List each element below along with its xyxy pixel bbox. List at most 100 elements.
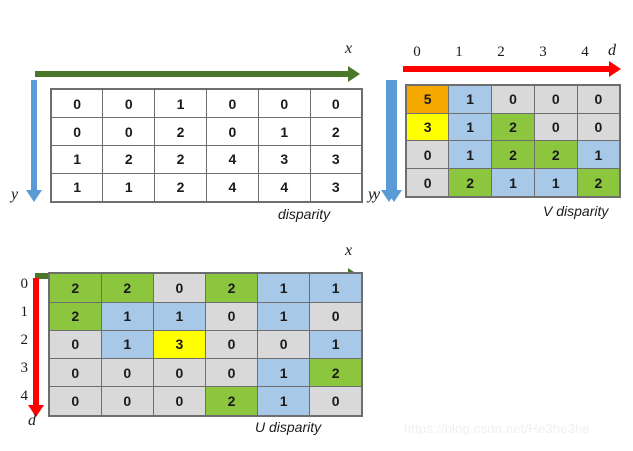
disparity-y-axis-label-left: y [11, 186, 19, 203]
disparity-map-caption: disparity [278, 206, 331, 222]
v-disparity-cell: 1 [448, 140, 493, 170]
disparity-map-cell: 2 [102, 144, 156, 174]
u-disparity-row-header-4: 4 [20, 388, 29, 404]
arrow-head [28, 405, 44, 417]
disparity-map-cell: 4 [205, 172, 259, 203]
u-disparity-cell: 1 [152, 301, 206, 331]
v-disparity-cell: 2 [491, 140, 535, 170]
disparity-y-arrow-left [26, 80, 42, 202]
v-disparity-cell: 5 [405, 84, 450, 114]
disparity-map-cell: 1 [102, 172, 156, 203]
v-disparity-d-arrow [403, 61, 621, 77]
v-disparity-cell: 1 [491, 168, 535, 198]
v-disparity-col-header-1: 1 [455, 44, 463, 60]
u-disparity-x-axis-label: x [345, 242, 353, 259]
u-disparity-cell: 0 [309, 301, 363, 331]
u-disparity-caption: U disparity [255, 419, 322, 435]
u-disparity-cell: 1 [100, 329, 154, 360]
arrow-shaft [31, 80, 37, 191]
v-disparity-cell: 0 [405, 140, 450, 170]
v-disparity-cell: 3 [405, 112, 450, 142]
disparity-map-cell: 0 [50, 117, 104, 146]
u-disparity-cell: 0 [204, 358, 259, 388]
v-disparity-col-header-2: 2 [497, 44, 505, 60]
v-disparity-cell: 0 [533, 84, 578, 114]
arrow-shaft [403, 66, 610, 72]
u-disparity-cell: 2 [204, 272, 259, 303]
v-disparity-col-header-0: 0 [413, 44, 421, 60]
u-disparity-cell: 0 [309, 386, 363, 417]
disparity-map-cell: 0 [205, 117, 259, 146]
arrow-shaft [386, 80, 392, 191]
disparity-y-axis-label-right: y [368, 186, 376, 203]
u-disparity-cell: 1 [257, 301, 311, 331]
u-disparity-cell: 0 [204, 301, 259, 331]
disparity-map-cell: 2 [154, 144, 207, 174]
v-disparity-cell: 0 [533, 112, 578, 142]
u-disparity-cell: 1 [100, 301, 154, 331]
u-disparity-cell: 0 [48, 358, 102, 388]
u-disparity-cell: 1 [309, 329, 363, 360]
watermark: https://blog.csdn.net/He3he3he [404, 421, 590, 436]
u-disparity-cell: 0 [100, 358, 154, 388]
arrow-head [348, 66, 360, 82]
v-disparity-caption: V disparity [543, 203, 609, 219]
disparity-map-cell: 0 [205, 88, 259, 119]
disparity-map-cell: 3 [257, 144, 311, 174]
u-disparity-cell: 1 [309, 272, 363, 303]
disparity-x-arrow [35, 66, 360, 82]
u-disparity-cell: 0 [152, 272, 206, 303]
disparity-map-cell: 2 [154, 117, 207, 146]
disparity-map-cell: 0 [102, 117, 156, 146]
u-disparity-row-header-1: 1 [20, 304, 29, 320]
arrow-shaft [391, 80, 397, 191]
v-disparity-col-header-4: 4 [581, 44, 589, 60]
disparity-map-cell: 2 [309, 117, 363, 146]
v-disparity-y-arrow [386, 80, 402, 202]
disparity-map-cell: 4 [205, 144, 259, 174]
v-disparity-cell: 2 [533, 140, 578, 170]
u-disparity-cell: 3 [152, 329, 206, 360]
u-disparity-cell: 1 [257, 358, 311, 388]
u-disparity-cell: 2 [48, 272, 102, 303]
v-disparity-cell: 0 [576, 112, 621, 142]
disparity-map-cell: 0 [309, 88, 363, 119]
disparity-map-cell: 1 [50, 172, 104, 203]
u-disparity-cell: 1 [257, 272, 311, 303]
disparity-map-cell: 1 [154, 88, 207, 119]
arrow-shaft [35, 71, 349, 77]
u-disparity-row-header-2: 2 [20, 332, 29, 348]
u-disparity-cell: 2 [100, 272, 154, 303]
disparity-map-cell: 3 [309, 172, 363, 203]
v-disparity-cell: 1 [448, 84, 493, 114]
v-disparity-cell: 0 [405, 168, 450, 198]
v-disparity-cell: 2 [491, 112, 535, 142]
u-disparity-cell: 0 [100, 386, 154, 417]
u-disparity-d-axis-label: d [28, 412, 36, 429]
disparity-x-axis-label: x [345, 40, 353, 57]
u-disparity-cell: 0 [152, 358, 206, 388]
disparity-map-cell: 0 [50, 88, 104, 119]
u-disparity-cell: 0 [48, 386, 102, 417]
disparity-map-cell: 2 [154, 172, 207, 203]
disparity-map-cell: 1 [50, 144, 104, 174]
disparity-map-cell: 1 [257, 117, 311, 146]
u-disparity-cell: 0 [257, 329, 311, 360]
v-disparity-y-axis-label: y [373, 186, 381, 203]
